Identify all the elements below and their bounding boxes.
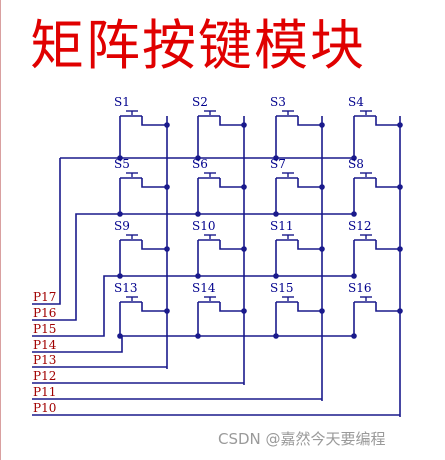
switch-label: S11 — [270, 219, 294, 233]
port-label: P13 — [33, 353, 56, 367]
wire — [375, 302, 400, 312]
wire — [297, 240, 322, 250]
port-label: P12 — [33, 369, 56, 383]
port-label: P14 — [33, 338, 57, 352]
switch-label: S4 — [348, 95, 364, 109]
wire — [219, 116, 244, 126]
switch-label: S10 — [192, 219, 216, 233]
wire — [375, 178, 400, 188]
switch-label: S16 — [348, 281, 372, 295]
port-wire — [32, 158, 61, 305]
port-wire — [32, 213, 90, 321]
wire — [375, 116, 400, 126]
switch-label: S7 — [270, 157, 286, 171]
port-label: P11 — [33, 385, 56, 399]
switch-label: S15 — [270, 281, 294, 295]
wire — [297, 302, 322, 312]
switch-label: S13 — [114, 281, 138, 295]
port-label: P17 — [33, 290, 56, 304]
wire — [219, 240, 244, 250]
switch-label: S1 — [114, 95, 130, 109]
switch-label: S3 — [270, 95, 286, 109]
port-label: P15 — [33, 322, 56, 336]
wire — [297, 178, 322, 188]
wire — [219, 178, 244, 188]
diagram-title: 矩阵按键模块 — [30, 14, 366, 77]
wire — [141, 240, 167, 250]
wire — [141, 302, 167, 312]
watermark: CSDN @嘉然今天要编程 — [218, 430, 386, 448]
wire — [297, 116, 322, 126]
port-label: P10 — [33, 401, 56, 415]
wire — [375, 240, 400, 250]
switch-label: S14 — [192, 281, 216, 295]
wire — [141, 116, 167, 126]
switch-label: S2 — [192, 95, 208, 109]
port-label: P16 — [33, 306, 56, 320]
switch-label: S6 — [192, 157, 208, 171]
port-wire — [32, 275, 122, 337]
switch-label: S12 — [348, 219, 372, 233]
switch-label: S9 — [114, 219, 130, 233]
port-wire — [32, 336, 123, 353]
wire — [219, 302, 244, 312]
switch-label: S8 — [348, 157, 364, 171]
wire — [141, 178, 167, 188]
switch-label: S5 — [114, 157, 130, 171]
